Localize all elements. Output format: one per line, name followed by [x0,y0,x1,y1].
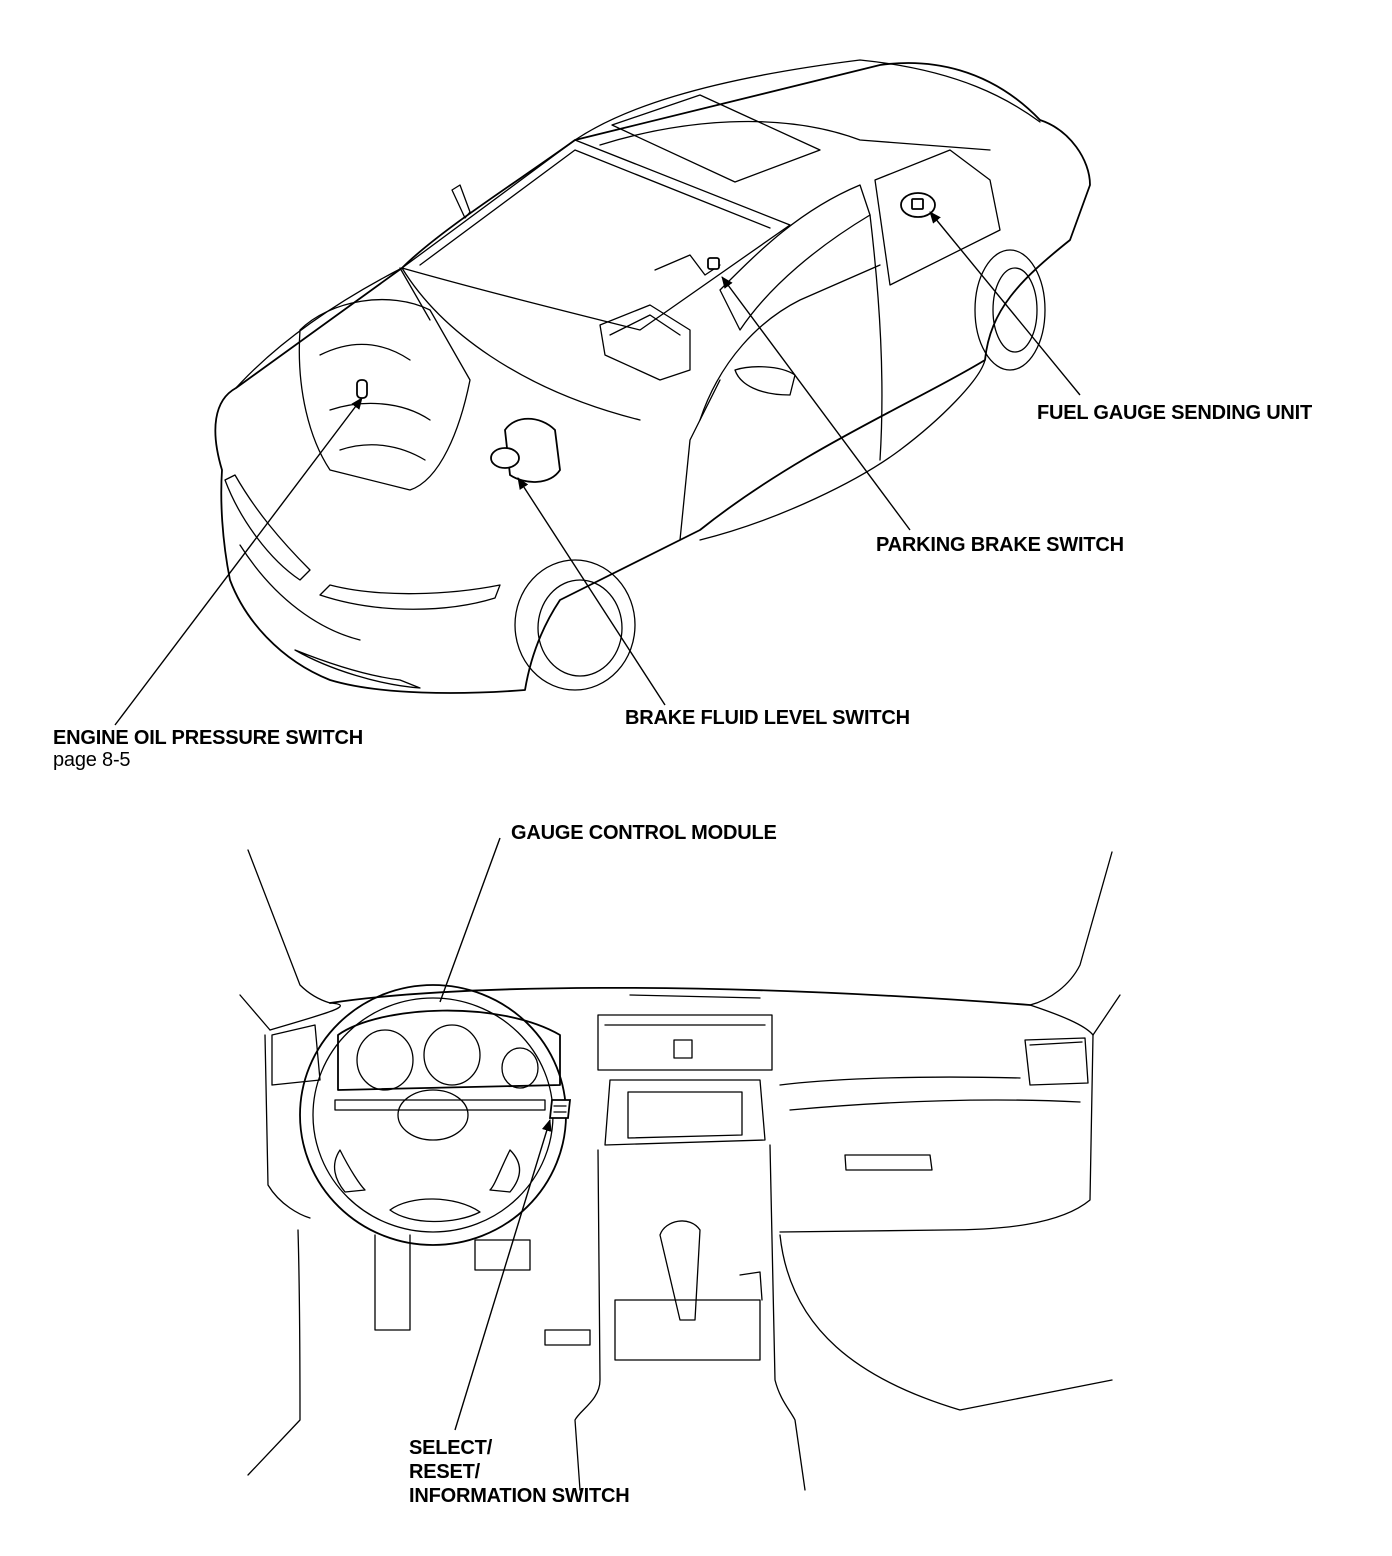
leader-engine-oil-pressure-switch [114,397,363,726]
leader-gauge-control-module [439,837,501,1003]
leader-parking-brake-switch [721,276,911,531]
label-parking-brake-switch: PARKING BRAKE SWITCH [876,534,1124,556]
leader-select-reset-info-switch [454,1119,552,1431]
car-illustration [214,59,1091,694]
label-engine-oil-pressure-switch: ENGINE OIL PRESSURE SWITCH [53,727,364,749]
label-gauge-control-module: GAUGE CONTROL MODULE [511,822,777,844]
dashboard-illustration [239,849,1121,1491]
label-select-reset-info-line1: SELECT/ [409,1437,493,1459]
label-select-reset-info-line2: RESET/ [409,1461,481,1483]
leader-brake-fluid-level-switch [517,477,666,706]
leader-fuel-gauge-sending-unit [929,211,1081,396]
label-select-reset-info-line3: INFORMATION SWITCH [409,1485,630,1507]
label-engine-oil-pressure-ref: page 8-5 [53,749,131,771]
label-brake-fluid-level-switch: BRAKE FLUID LEVEL SWITCH [625,707,910,729]
label-fuel-gauge-sending-unit: FUEL GAUGE SENDING UNIT [1037,402,1313,424]
